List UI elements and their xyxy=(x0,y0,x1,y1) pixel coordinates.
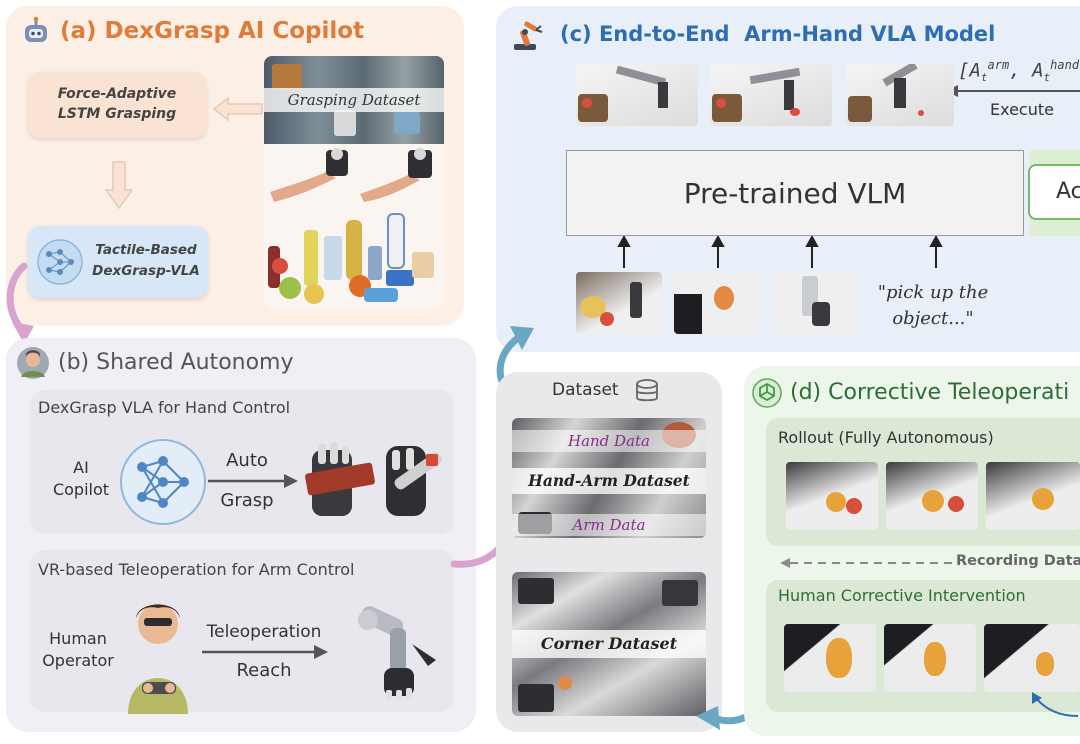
vlm-box: Pre-trained VLM xyxy=(566,150,1024,236)
action-t1: t xyxy=(980,71,988,85)
robot-arm-icon xyxy=(514,21,543,50)
grasp-label: Grasp xyxy=(220,490,274,511)
rollout-label: Rollout (Fully Autonomous) xyxy=(778,428,994,447)
robot-hand-grasp-images xyxy=(305,442,442,516)
force-adaptive-box: Force-Adaptive LSTM Grasping xyxy=(28,72,206,138)
action-notation: [Atarm, Athand xyxy=(958,58,1079,84)
instruction-line2: object..." xyxy=(892,308,974,329)
tactile-line2: DexGrasp-VLA xyxy=(92,263,200,279)
corner-dataset-label: Corner Dataset xyxy=(512,630,706,658)
openai-logo-icon xyxy=(752,378,782,408)
hand-grasp-images xyxy=(270,148,432,202)
human-label-line1: Human xyxy=(49,629,107,648)
human-label-line2: Operator xyxy=(42,651,114,670)
recording-dashed-arrow xyxy=(780,558,952,568)
arrow-dataset-to-lstm xyxy=(212,96,263,122)
execute-label: Execute xyxy=(990,100,1054,119)
reach-label: Reach xyxy=(236,660,292,681)
intervention-frame-1 xyxy=(784,624,876,692)
corner-dataset-collage: Corner Dataset xyxy=(512,572,706,716)
intervention-label: Human Corrective Intervention xyxy=(778,586,1026,605)
rollout-frame-3 xyxy=(986,462,1080,530)
intervention-frame-3 xyxy=(984,624,1080,692)
grasp-objects xyxy=(268,213,434,304)
hand-control-heading: DexGrasp VLA for Hand Control xyxy=(38,398,291,417)
action-head-box: Ac xyxy=(1028,164,1080,220)
hand-arm-dataset-collage: Hand Data Hand-Arm Dataset Arm Data xyxy=(512,418,706,538)
action-comma: , A xyxy=(1009,59,1044,82)
auto-label: Auto xyxy=(226,450,268,471)
rollout-frame-1 xyxy=(786,462,878,530)
neural-network-icon xyxy=(37,239,83,285)
database-icon xyxy=(636,379,658,402)
human-operator-illustration xyxy=(128,604,188,714)
robot-arm-image xyxy=(358,606,436,700)
input-frame-3 xyxy=(772,272,858,334)
ai-copilot-network-icon xyxy=(120,439,206,525)
arm-data-label: Arm Data xyxy=(512,514,706,536)
tactile-line1: Tactile-Based xyxy=(95,242,197,258)
operator-avatar-icon xyxy=(16,346,50,380)
input-frame-1 xyxy=(576,272,662,334)
grasping-dataset-label: Grasping Dataset xyxy=(264,88,444,112)
grasping-dataset-collage: Grasping Dataset xyxy=(264,56,444,308)
vlm-label: Pre-trained VLM xyxy=(683,176,907,210)
panel-c-title: (c) End-to-End Arm-Hand VLA Model xyxy=(560,22,996,46)
intervention-frame-2 xyxy=(884,624,976,692)
execution-frame-2 xyxy=(710,64,832,126)
force-adaptive-line1: Force-Adaptive xyxy=(57,86,177,102)
force-adaptive-line2: LSTM Grasping xyxy=(57,106,177,122)
action-t2: t xyxy=(1043,71,1051,85)
action-hand: hand xyxy=(1050,58,1080,72)
execution-frame-1 xyxy=(576,64,698,126)
action-bracket: [A xyxy=(958,59,981,82)
action-head-label: Ac xyxy=(1056,179,1080,204)
ai-label-line2: Copilot xyxy=(52,480,110,499)
execution-frame-3 xyxy=(846,64,954,126)
arrow-a-to-b xyxy=(6,262,34,344)
action-arm: arm xyxy=(987,58,1010,72)
arrow-lstm-to-vla xyxy=(104,161,134,210)
copilot-robot-icon xyxy=(20,16,52,48)
execute-arrow xyxy=(946,85,1080,97)
panel-b-title: (b) Shared Autonomy xyxy=(58,350,294,375)
input-arrows xyxy=(617,236,943,268)
auto-grasp-arrow xyxy=(208,474,298,488)
teleoperation-reach-arrow xyxy=(202,645,328,659)
arm-control-heading: VR-based Teleoperation for Arm Control xyxy=(38,560,355,579)
recording-data-label: Recording Data xyxy=(956,553,1080,569)
input-frame-2 xyxy=(674,272,760,334)
panel-a-title: (a) DexGrasp AI Copilot xyxy=(60,18,365,44)
dataset-title: Dataset xyxy=(552,380,619,400)
intervention-curve-arrow xyxy=(1032,692,1079,717)
teleoperation-label: Teleoperation xyxy=(206,622,322,642)
instruction-line1: "pick up the xyxy=(877,282,989,303)
hand-control-box xyxy=(30,390,454,534)
rollout-frame-2 xyxy=(886,462,978,530)
ai-label-line1: AI xyxy=(73,458,89,477)
hand-arm-dataset-label: Hand-Arm Dataset xyxy=(512,468,706,494)
panel-d-title: (d) Corrective Teleoperati xyxy=(790,380,1070,405)
hand-data-label: Hand Data xyxy=(512,430,706,452)
tactile-vla-box: Tactile-Based DexGrasp-VLA xyxy=(28,226,208,298)
instruction-text: "pick up the object..." xyxy=(870,280,996,332)
